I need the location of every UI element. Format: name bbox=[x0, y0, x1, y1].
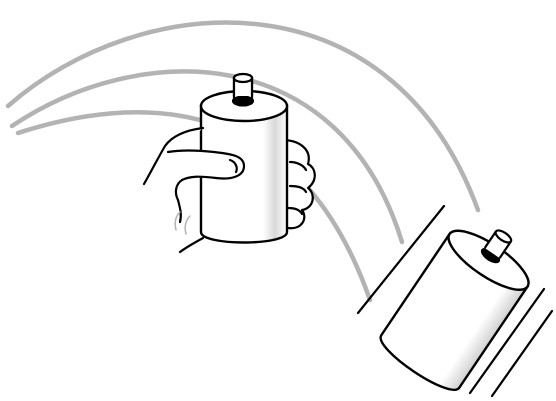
palm-and-wrist bbox=[144, 128, 203, 252]
motion-trail-lower bbox=[18, 112, 370, 300]
